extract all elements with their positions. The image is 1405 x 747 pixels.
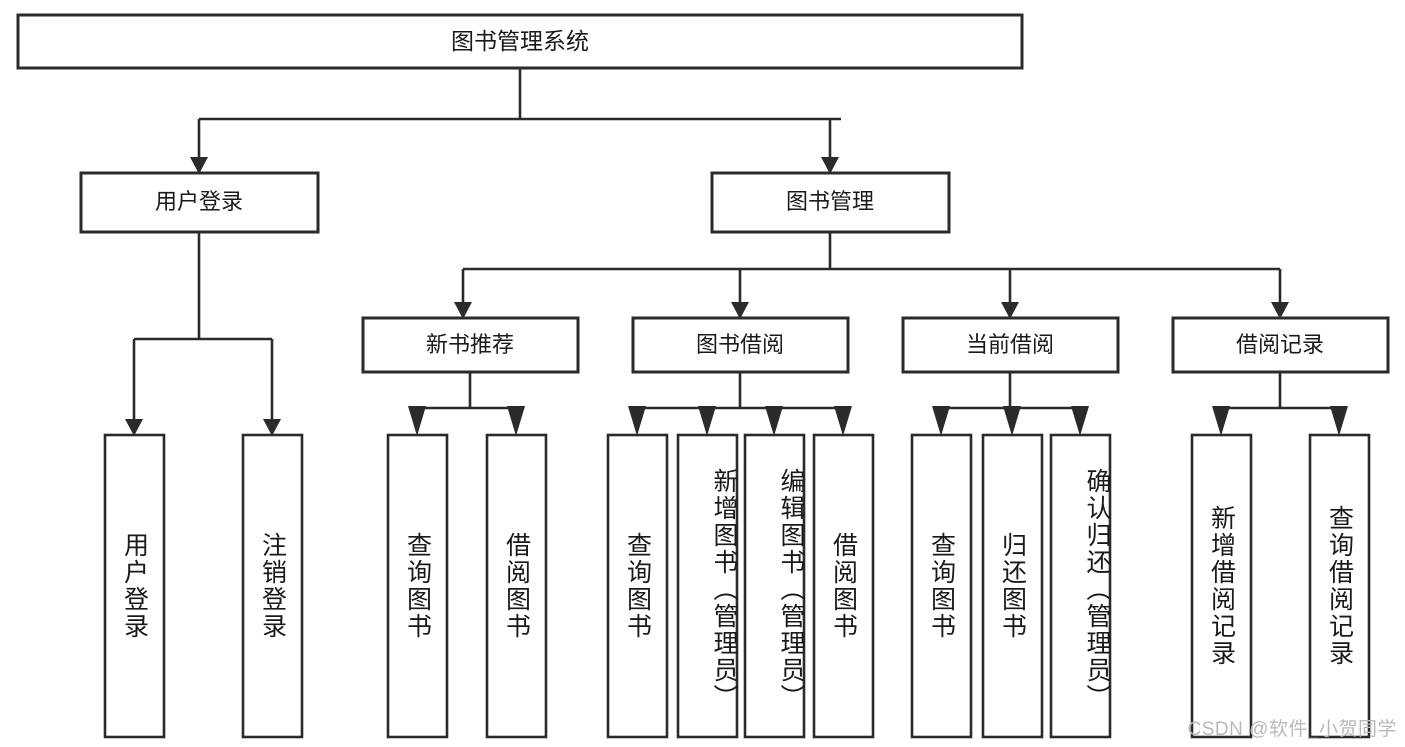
leaf-box-add-book[interactable] bbox=[676, 433, 739, 739]
node-root-label: 图书管理系统 bbox=[451, 28, 589, 54]
node-book-borrow[interactable]: 图书借阅 bbox=[631, 316, 850, 374]
arrowhead-leaf-add-book bbox=[698, 406, 716, 436]
leaf-box-edit-book[interactable] bbox=[743, 433, 806, 739]
node-user-login-box[interactable] bbox=[79, 171, 320, 234]
connectors-new-book-rec-to-leaves bbox=[408, 372, 525, 436]
leaf-box-query-book-bor[interactable] bbox=[606, 433, 669, 739]
arrowhead-leaf-query-book-bor bbox=[628, 406, 646, 436]
node-root-box[interactable] bbox=[16, 13, 1024, 70]
connectors-root-to-level2 bbox=[190, 68, 841, 174]
csdn-watermark: CSDN @软件_小贺同学 bbox=[1187, 719, 1397, 740]
leaf-boxes bbox=[103, 433, 1371, 739]
connectors-book-borrow-to-leaves bbox=[628, 372, 852, 436]
node-current-borrow[interactable]: 当前借阅 bbox=[901, 316, 1120, 374]
arrowhead-leaf-edit-book bbox=[765, 406, 783, 436]
arrowhead-leaf-confirm-return bbox=[1071, 406, 1089, 436]
node-new-book-rec-box[interactable] bbox=[361, 316, 580, 374]
arrowhead-leaf-query-book-rec bbox=[408, 406, 426, 436]
connectors-current-borrow-to-leaves bbox=[932, 372, 1089, 436]
node-borrow-record-label: 借阅记录 bbox=[1236, 332, 1324, 357]
leaf-box-confirm-return[interactable] bbox=[1049, 433, 1112, 739]
node-book-mgmt[interactable]: 图书管理 bbox=[710, 171, 951, 234]
node-new-book-rec[interactable]: 新书推荐 bbox=[361, 316, 580, 374]
connectors-borrow-record-to-leaves bbox=[1212, 372, 1348, 436]
node-book-borrow-label: 图书借阅 bbox=[696, 332, 784, 357]
node-current-borrow-box[interactable] bbox=[901, 316, 1120, 374]
leaf-box-borrow-book-bor[interactable] bbox=[812, 433, 875, 739]
node-borrow-record[interactable]: 借阅记录 bbox=[1171, 316, 1390, 374]
node-new-book-rec-label: 新书推荐 bbox=[426, 332, 514, 357]
node-book-mgmt-label: 图书管理 bbox=[786, 189, 874, 214]
arrowhead-leaf-add-record bbox=[1212, 406, 1230, 436]
arrowhead-leaf-logout bbox=[263, 419, 281, 436]
arrowhead-new-book-rec bbox=[454, 302, 472, 319]
node-book-borrow-box[interactable] bbox=[631, 316, 850, 374]
leaf-box-query-book-rec[interactable] bbox=[386, 433, 449, 739]
node-book-mgmt-box[interactable] bbox=[710, 171, 951, 234]
connectors-book-mgmt-to-level3 bbox=[454, 232, 1289, 319]
arrowhead-user-login bbox=[190, 157, 208, 174]
node-root[interactable]: 图书管理系统 bbox=[16, 13, 1024, 70]
leaf-box-return-book[interactable] bbox=[981, 433, 1044, 739]
arrowhead-book-mgmt bbox=[821, 157, 839, 174]
arrowhead-current-borrow bbox=[1001, 302, 1019, 319]
arrowhead-leaf-user-login bbox=[125, 419, 143, 436]
leaf-box-query-record[interactable] bbox=[1308, 433, 1371, 739]
arrowhead-book-borrow bbox=[731, 302, 749, 319]
node-user-login[interactable]: 用户登录 bbox=[79, 171, 320, 234]
arrowhead-leaf-borrow-book-rec bbox=[507, 406, 525, 436]
node-borrow-record-box[interactable] bbox=[1171, 316, 1390, 374]
arrowhead-leaf-query-book-cur bbox=[932, 406, 950, 436]
arrowhead-leaf-query-record bbox=[1330, 406, 1348, 436]
leaf-box-user-login[interactable] bbox=[103, 433, 166, 739]
node-current-borrow-label: 当前借阅 bbox=[966, 332, 1054, 357]
leaf-box-add-record[interactable] bbox=[1190, 433, 1253, 739]
leaf-box-query-book-cur[interactable] bbox=[910, 433, 973, 739]
leaf-box-borrow-book-rec[interactable] bbox=[485, 433, 548, 739]
leaf-box-logout[interactable] bbox=[241, 433, 304, 739]
node-user-login-label: 用户登录 bbox=[155, 189, 243, 214]
arrowhead-borrow-record bbox=[1271, 302, 1289, 319]
connectors-user-login-to-leaves bbox=[125, 232, 281, 436]
arrowhead-leaf-return-book bbox=[1003, 406, 1021, 436]
arrowhead-leaf-borrow-book-bor bbox=[834, 406, 852, 436]
